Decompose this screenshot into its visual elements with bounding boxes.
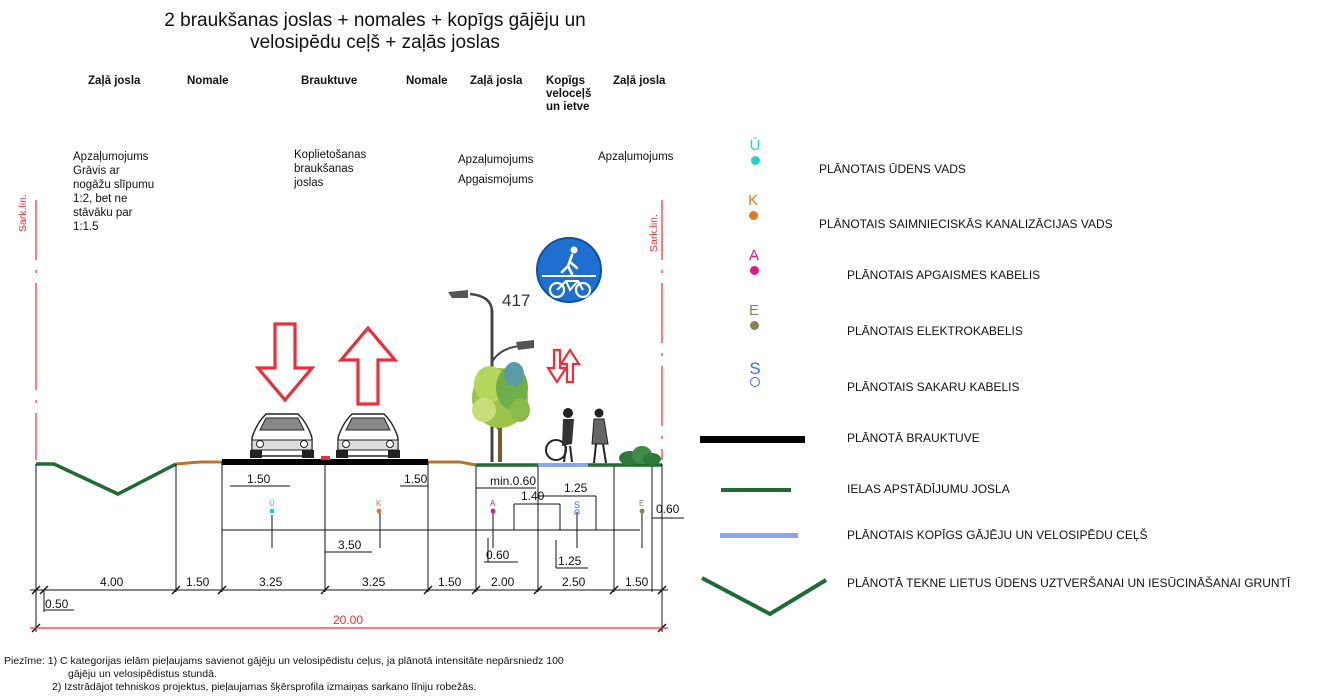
electric-cable-icon: E bbox=[744, 303, 764, 330]
dim-utility-140: 1.40 bbox=[521, 489, 545, 503]
dim-green-060-top: 0.60 bbox=[656, 502, 680, 516]
zone-header-green-3: Zaļā josla bbox=[613, 75, 666, 87]
dimension-ticks bbox=[31, 585, 667, 633]
electric-cable-marker: E bbox=[639, 499, 645, 514]
legend-label-telecom: PLĀNOTAIS SAKARU KABELIS bbox=[847, 380, 1020, 394]
zone-header-nomale-2: Nomale bbox=[406, 75, 448, 87]
note-1b: gājēju un velosipēdistus stundā. bbox=[68, 668, 217, 680]
dim-bottom-lane-2: 3.25 bbox=[362, 575, 386, 589]
red-line-label-right: Sark.lin. bbox=[648, 214, 660, 252]
sewer-pipe-icon: K bbox=[743, 193, 763, 220]
shoulder-left-line bbox=[175, 460, 222, 466]
sewer-pipe-marker: K bbox=[376, 499, 382, 514]
bush-icon bbox=[619, 446, 661, 465]
dim-green-060-bottom: 0.60 bbox=[486, 548, 510, 562]
arrow-down-icon bbox=[254, 322, 316, 403]
dim-nomale-left: 1.50 bbox=[247, 472, 271, 486]
dim-lane-offset: 3.50 bbox=[338, 538, 362, 552]
green-strip-line-icon bbox=[721, 488, 791, 492]
swale-icon bbox=[701, 576, 828, 617]
legend-label-shared-path: PLĀNOTAIS KOPĪGS GĀJĒJU UN VELOSIPĒDU CE… bbox=[847, 528, 1148, 542]
arrow-up-icon bbox=[337, 325, 399, 406]
notes-prefix: Piezīme: bbox=[4, 655, 45, 667]
shared-path-line-icon bbox=[720, 533, 798, 538]
zone-header-nomale-1: Nomale bbox=[187, 75, 229, 87]
shoulder-right-line bbox=[428, 460, 477, 467]
zone-header-shared-path: Kopīgs veloceļš un ietve bbox=[546, 75, 592, 113]
legend-label-swale: PLĀNOTĀ TEKNE LIETUS ŪDENS UZTVERŠANAI U… bbox=[847, 576, 1291, 590]
legend-label-sewer: PLĀNOTAIS SAIMNIECISKĀS KANALIZĀCIJAS VA… bbox=[819, 217, 1113, 231]
dim-bottom-path: 2.50 bbox=[562, 575, 586, 589]
red-line-left: Sark.lin. bbox=[17, 194, 37, 460]
dim-bottom-nomale-2: 1.50 bbox=[438, 575, 462, 589]
cyclist-icon bbox=[545, 408, 574, 463]
car-icon bbox=[336, 413, 400, 458]
lighting-cable-marker: A bbox=[490, 499, 496, 514]
dim-bottom-green-3: 1.50 bbox=[625, 575, 649, 589]
tree-icon bbox=[472, 362, 530, 462]
dim-green-min: min.0.60 bbox=[490, 474, 536, 488]
legend-label-green-strip: IELAS APSTĀDĪJUMU JOSLA bbox=[847, 482, 1010, 496]
legend: Ū PLĀNOTAIS ŪDENS VADS K PLĀNOTAIS SAIMN… bbox=[700, 0, 1338, 640]
roadway-line-icon bbox=[700, 436, 805, 443]
red-line-label-left: Sark.lin. bbox=[17, 194, 29, 232]
dim-path-125-bottom: 1.25 bbox=[558, 554, 582, 568]
dim-edge: 0.50 bbox=[45, 597, 69, 611]
road-center-mark bbox=[321, 456, 330, 460]
water-pipe-marker: Ū bbox=[269, 499, 275, 514]
svg-text:A: A bbox=[490, 499, 496, 508]
svg-text:K: K bbox=[376, 499, 382, 508]
zone-desc-green-2: Apzaļumojums Apgaismojums bbox=[458, 154, 534, 186]
zone-desc-green-3: Apzaļumojums bbox=[598, 151, 674, 163]
dim-path-125-top: 1.25 bbox=[564, 481, 588, 495]
red-line-right: Sark.lin. bbox=[648, 200, 663, 460]
telecom-cable-icon: S bbox=[745, 360, 765, 387]
dim-bottom-green-2: 2.00 bbox=[491, 575, 515, 589]
title-line-2: velosipēdu ceļš + zaļās joslas bbox=[250, 32, 500, 53]
shared-path-sign-icon bbox=[536, 237, 602, 303]
lamp-number: 417 bbox=[502, 291, 530, 310]
legend-label-water: PLĀNOTAIS ŪDENS VADS bbox=[819, 162, 966, 176]
dim-nomale-right: 1.50 bbox=[404, 472, 428, 486]
legend-label-lighting: PLĀNOTAIS APGAISMES KABELIS bbox=[847, 268, 1041, 282]
svg-text:E: E bbox=[639, 499, 644, 508]
lighting-cable-icon: A bbox=[744, 248, 764, 275]
pedestrian-icon bbox=[591, 408, 609, 464]
dim-bottom-nomale-1: 1.50 bbox=[186, 575, 210, 589]
water-pipe-icon: Ū bbox=[745, 138, 765, 165]
telecom-cable-marker: S bbox=[574, 500, 580, 515]
legend-label-roadway: PLĀNOTĀ BRAUKTUVE bbox=[847, 431, 980, 445]
diagram-title: 2 braukšanas joslas + nomales + kopīgs g… bbox=[140, 10, 610, 54]
svg-text:Ū: Ū bbox=[269, 499, 275, 508]
svg-text:S: S bbox=[574, 500, 580, 510]
dim-bottom-lane-1: 3.25 bbox=[259, 575, 283, 589]
note-2: 2) Izstrādājot tehniskos projektus, pieļ… bbox=[52, 681, 477, 693]
zone-desc-road: Koplietošanas braukšanas joslas bbox=[294, 149, 367, 189]
cross-section-drawing: Sark.lin. Sark.lin. bbox=[17, 194, 684, 633]
zone-header-brauktuve: Brauktuve bbox=[301, 75, 358, 87]
note-1a: 1) C kategorijas ielām pieļaujams savien… bbox=[47, 655, 564, 667]
car-icon bbox=[250, 413, 314, 458]
notes: Piezīme: 1) C kategorijas ielām pieļauja… bbox=[4, 655, 564, 694]
legend-label-electric: PLĀNOTAIS ELEKTROKABELIS bbox=[847, 324, 1023, 338]
zone-desc-green-1: Apzaļumojums Grāvis ar nogāžu slīpumu 1:… bbox=[73, 151, 155, 233]
dim-bottom-green-1: 4.00 bbox=[100, 575, 124, 589]
title-line-1: 2 braukšanas joslas + nomales + kopīgs g… bbox=[164, 10, 586, 31]
dim-total-width: 20.00 bbox=[333, 613, 363, 627]
zone-header-green-1: Zaļā josla bbox=[88, 75, 141, 87]
zone-header-green-2: Zaļā josla bbox=[470, 75, 523, 87]
two-way-arrow-icon bbox=[545, 347, 582, 385]
green-ditch-line bbox=[36, 462, 177, 496]
